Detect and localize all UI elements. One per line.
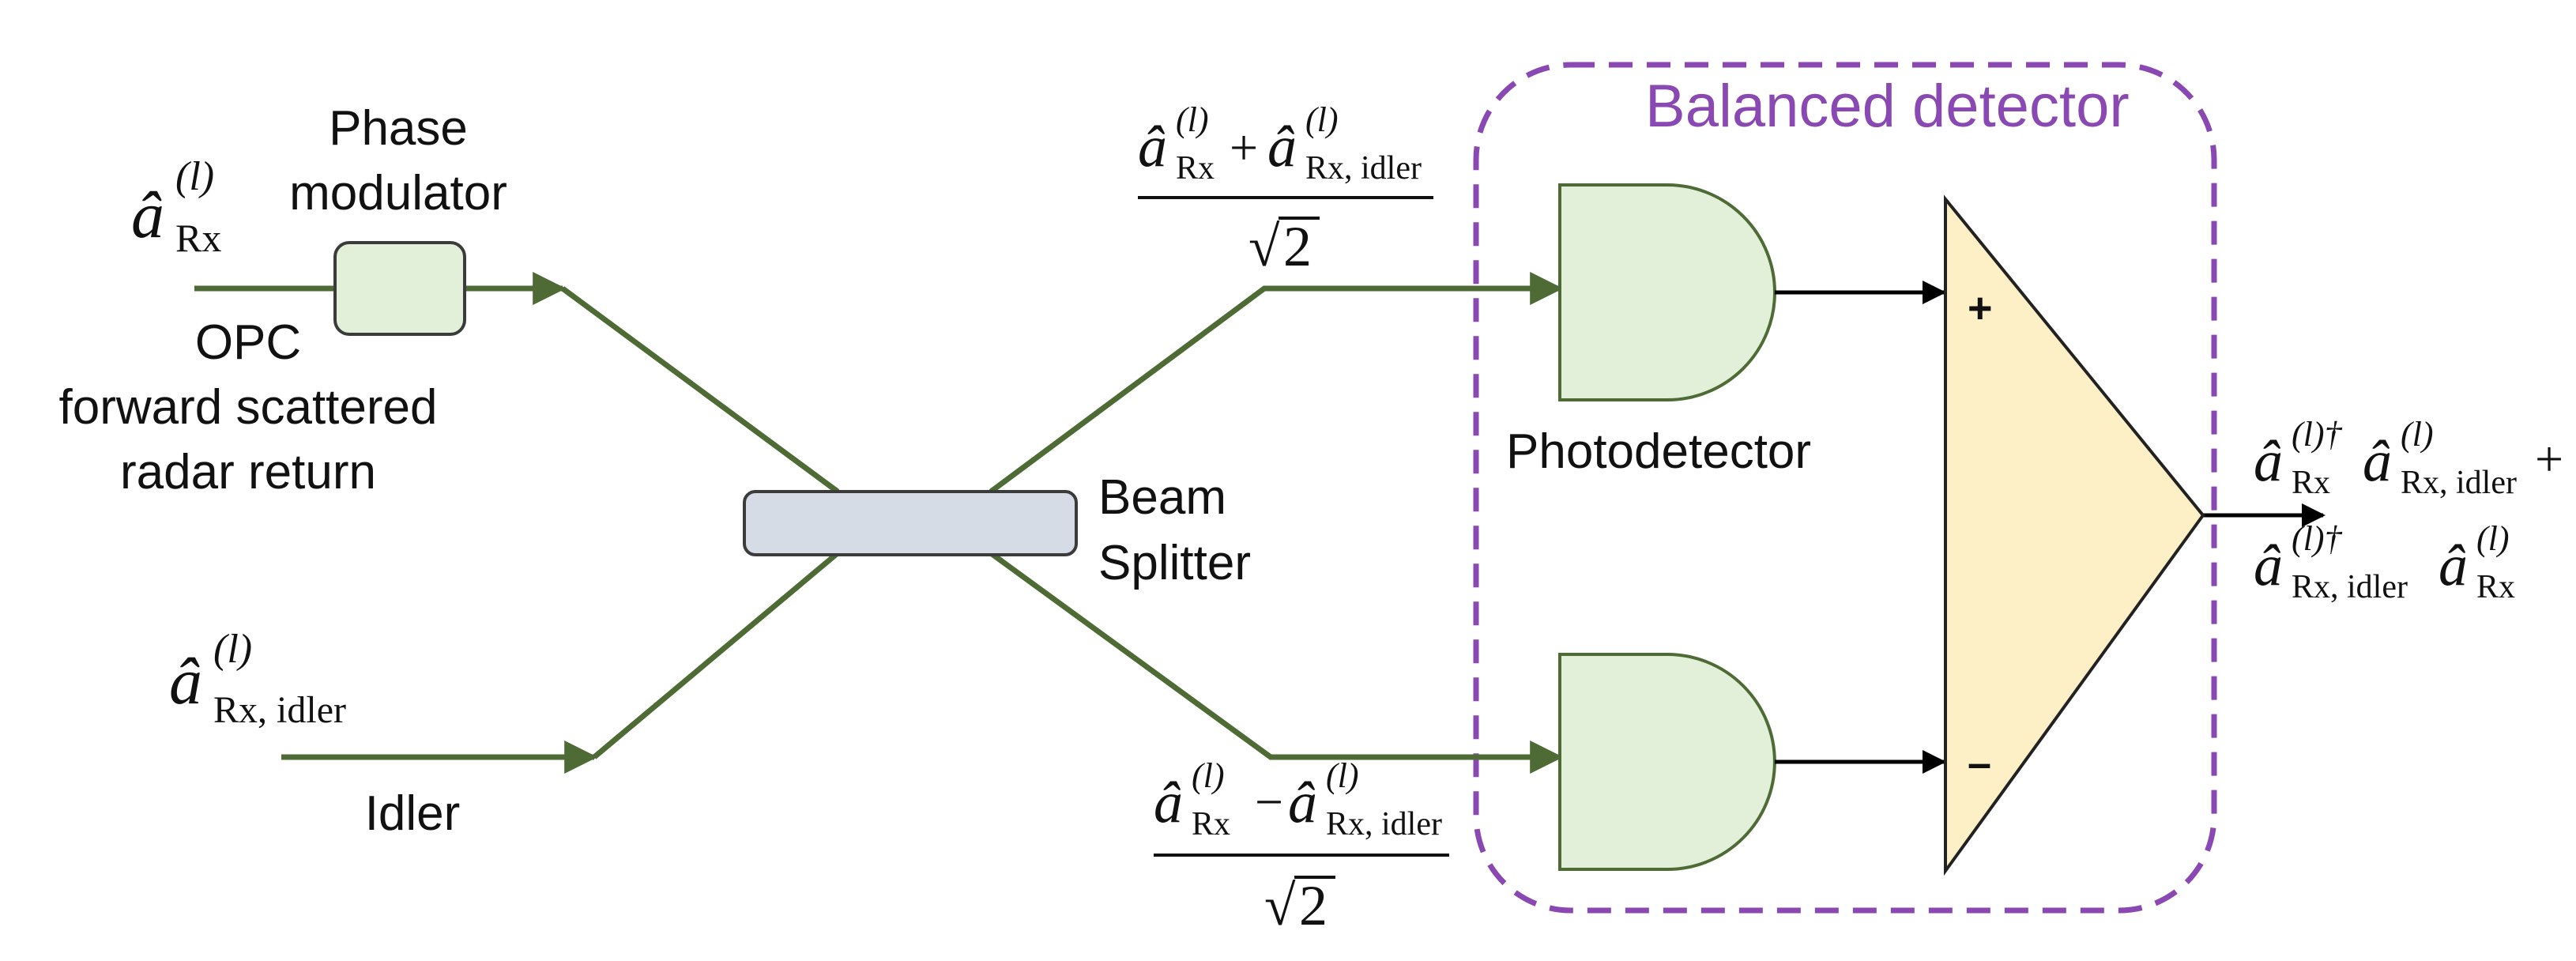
upper-output-fiber: [989, 272, 1564, 494]
svg-text:â: â: [2363, 429, 2392, 494]
beam-splitter-label-line1: Beam: [1098, 470, 1226, 525]
svg-text:+: +: [2535, 431, 2563, 487]
svg-text:Rx: Rx: [1192, 806, 1230, 842]
fiber-paths: [194, 272, 1564, 774]
beam-splitter-box: [743, 490, 1078, 556]
opc-label-line2: forward scattered: [59, 380, 438, 435]
svg-text:â: â: [1267, 115, 1297, 179]
svg-text:(l): (l): [1305, 100, 1339, 139]
svg-text:(l): (l): [175, 154, 214, 199]
svg-text:+: +: [1230, 119, 1258, 175]
svg-text:â: â: [131, 179, 164, 252]
opc-label-line1: OPC: [195, 315, 301, 370]
svg-text:(l)†: (l)†: [2292, 415, 2343, 454]
idler-label: Idler: [365, 786, 461, 841]
svg-text:Rx: Rx: [175, 216, 221, 260]
electrical-wires: [1775, 281, 2326, 774]
svg-text:â: â: [2254, 429, 2283, 494]
svg-text:Rx: Rx: [1176, 150, 1215, 187]
svg-text:(l)†: (l)†: [2292, 519, 2343, 558]
amplifier-plus-sign: +: [1968, 285, 1993, 332]
svg-text:â: â: [2254, 533, 2283, 598]
svg-text:â: â: [2439, 533, 2468, 598]
svg-text:(l): (l): [1326, 756, 1359, 795]
phase-modulator-label-line1: Phase: [329, 101, 468, 156]
svg-text:Rx, idler: Rx, idler: [2401, 465, 2517, 501]
svg-text:Rx, idler: Rx, idler: [1326, 806, 1442, 842]
svg-text:−: −: [1255, 774, 1283, 830]
svg-text:(l): (l): [2476, 519, 2510, 558]
lower-output-fraction: â (l) Rx − â (l) Rx, idler √ 2: [1154, 756, 1449, 937]
differential-amplifier-icon: [1944, 194, 2205, 876]
svg-text:Rx, idler: Rx, idler: [1305, 150, 1422, 187]
photodetector-label: Photodetector: [1506, 424, 1811, 479]
lower-photodetector-icon: [1558, 653, 1776, 871]
svg-text:2: 2: [1299, 874, 1328, 937]
output-expression-line2: â (l)† Rx, idler â (l) Rx: [2254, 519, 2515, 605]
svg-text:Rx: Rx: [2476, 569, 2515, 605]
svg-text:â: â: [169, 645, 202, 718]
svg-text:(l): (l): [1192, 756, 1225, 795]
svg-text:(l): (l): [2401, 415, 2434, 454]
balanced-detector-label: Balanced detector: [1645, 73, 2130, 140]
input-signal-operator: â (l) Rx: [131, 154, 221, 260]
lower-output-fiber: [989, 551, 1564, 774]
balanced-detector-box: [1473, 62, 2217, 914]
amplifier-minus-sign: –: [1968, 740, 1991, 787]
svg-text:(l): (l): [1176, 100, 1209, 139]
svg-text:√: √: [1264, 874, 1296, 937]
svg-text:â: â: [1154, 771, 1183, 835]
upper-output-fraction: â (l) Rx + â (l) Rx, idler √ 2: [1138, 100, 1433, 278]
beam-splitter-label-line2: Splitter: [1098, 536, 1251, 590]
output-expression-line1: â (l)† Rx â (l) Rx, idler +: [2254, 415, 2563, 501]
svg-text:â: â: [1138, 115, 1167, 179]
svg-text:Rx: Rx: [2292, 465, 2330, 501]
svg-text:2: 2: [1283, 215, 1312, 278]
opc-label-line3: radar return: [120, 445, 376, 499]
svg-text:(l): (l): [213, 627, 252, 672]
phase-modulator-box: [333, 241, 466, 336]
phase-modulator-label-line2: modulator: [289, 166, 507, 220]
svg-text:â: â: [1288, 771, 1317, 835]
svg-text:Rx, idler: Rx, idler: [2292, 569, 2408, 605]
idler-fiber-to-splitter: [592, 551, 840, 759]
svg-text:Rx, idler: Rx, idler: [213, 689, 346, 731]
upper-photodetector-icon: [1558, 183, 1776, 401]
input-idler-operator: â (l) Rx, idler: [169, 627, 346, 731]
svg-text:√: √: [1248, 215, 1280, 278]
signal-fiber-to-splitter: [560, 286, 840, 494]
